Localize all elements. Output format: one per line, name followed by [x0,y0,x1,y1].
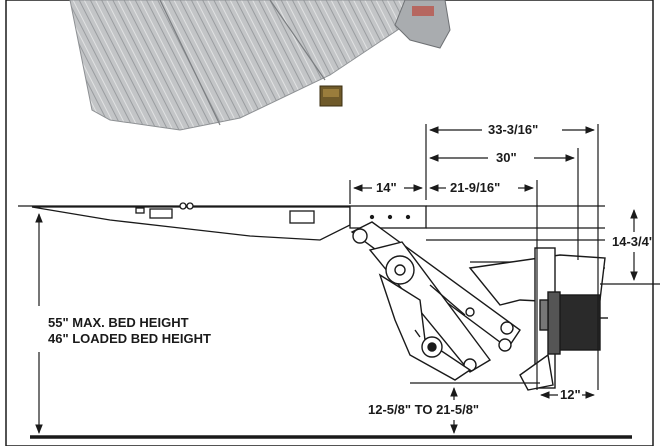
dim-mid-depth [429,180,538,390]
overall-depth-label: 33-3/16" [488,122,538,137]
dim-vertical-height [600,209,660,285]
power-unit [468,247,608,391]
rear-offset-label: 14" [376,180,397,195]
dim-ground-clearance [410,382,540,434]
platform-deck [18,202,351,241]
dim-rear-offset [349,180,423,204]
latch-icon [319,85,343,107]
frame-border [5,0,654,446]
side-clearance-label: 12" [560,387,581,402]
mounting-frame [349,205,605,269]
mid-depth-label: 21-9/16" [450,180,500,195]
roller-wheel-icon [414,329,443,358]
vertical-height-label: 14-3/4' [612,234,652,249]
ramp-photo [69,0,451,131]
max-bed-height-label: 55" MAX. BED HEIGHT [48,315,189,330]
lift-arm [350,221,521,381]
ground-clearance-label: 12-5/8" TO 21-5/8" [368,402,479,417]
loaded-bed-height-label: 46" LOADED BED HEIGHT [48,331,211,346]
dim-frame-depth [429,148,579,260]
frame-depth-label: 30" [496,150,517,165]
dim-overall-depth [425,124,599,390]
